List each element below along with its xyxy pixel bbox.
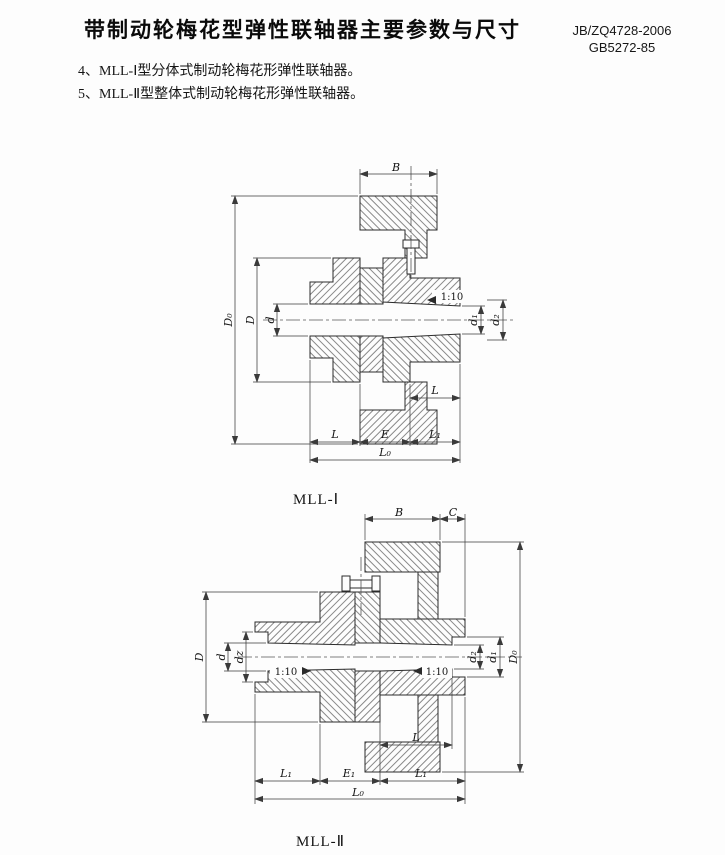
drawing2-caption: MLL-Ⅱ (296, 834, 346, 850)
dim-label-C: C (449, 506, 458, 519)
dim-label-taper-right: 1:10 (426, 667, 448, 678)
dim-label-B: B (391, 161, 400, 174)
taper-arrow-icon (302, 667, 311, 675)
dim-label-E1: E₁ (342, 767, 355, 780)
dim-label-d: d (264, 316, 277, 323)
taper-mark-1: 1:10 (427, 290, 466, 304)
taper-arrow-icon (427, 296, 436, 304)
dim-label-L: L (411, 731, 419, 744)
taper-arrow-icon (413, 667, 422, 675)
mll2-section-drawing: 1:10 1:10 B C D d dz d₂ d₁ D₀ L L₁ E₁ L₁… (193, 506, 524, 804)
mll1-upper-half-section (309, 195, 461, 307)
brake-wheel-web-section (417, 571, 439, 620)
dim-label-L0: L₀ (378, 446, 391, 459)
dim-label-D0: D₀ (507, 650, 520, 665)
taper-mark-right: 1:10 (413, 665, 452, 678)
note-item-4: 4、MLL-Ⅰ型分体式制动轮梅花形弹性联轴器。 (78, 64, 362, 79)
notes-list: 4、MLL-Ⅰ型分体式制动轮梅花形弹性联轴器。 5、MLL-Ⅱ型整体式制动轮梅花… (78, 60, 364, 106)
brake-side-flange-section (354, 591, 381, 644)
dim-label-L1: L₁ (428, 428, 441, 441)
taper-mark-left: 1:10 (270, 665, 311, 678)
dimension-lines (231, 169, 507, 464)
dim-label-L0: L₀ (351, 786, 364, 799)
dim-label-taper: 1:10 (441, 292, 463, 303)
drawing1-caption: MLL-Ⅰ (293, 492, 340, 508)
standard-gb: GB5272-85 (588, 40, 656, 55)
standard-numbers: JB/ZQ4728-2006 GB5272-85 (552, 22, 692, 56)
dim-label-taper-left: 1:10 (275, 667, 297, 678)
left-half-coupling-section (254, 591, 356, 646)
dim-label-L-right: L (430, 384, 438, 397)
dim-label-d1: d₁ (467, 314, 480, 325)
dim-label-D: D (193, 652, 206, 662)
mll1-section-drawing: 1:10 B D₀ D d d₁ d₂ L L E L₁ L₀ (222, 161, 513, 464)
elastomer-spider-section (359, 267, 384, 305)
dim-label-L1-left: L₁ (279, 767, 292, 780)
dim-label-d: d (215, 653, 228, 660)
left-half-coupling-section (309, 257, 361, 305)
standard-jb: JB/ZQ4728-2006 (572, 23, 672, 38)
dim-label-dz: dz (233, 650, 246, 663)
dim-label-d2: d₂ (466, 651, 479, 662)
dim-label-B: B (394, 506, 403, 519)
note-item-5: 5、MLL-Ⅱ型整体式制动轮梅花形弹性联轴器。 (78, 87, 365, 102)
dim-label-E: E (380, 428, 389, 441)
brake-wheel-section (359, 195, 438, 259)
dim-label-D: D (244, 315, 257, 325)
brake-wheel-hub-section (379, 618, 466, 646)
mll2-upper-half-section (254, 541, 466, 646)
dim-label-L1-right: L₁ (414, 767, 427, 780)
dim-label-D0: D₀ (222, 313, 235, 328)
brake-wheel-rim-section (364, 541, 441, 573)
dim-label-d2: d₂ (489, 314, 502, 325)
dimension-lines (202, 514, 524, 804)
dim-label-d1: d₁ (486, 651, 499, 662)
page-title: 带制动轮梅花型弹性联轴器主要参数与尺寸 (84, 19, 521, 42)
dim-label-L-left: L (330, 428, 338, 441)
